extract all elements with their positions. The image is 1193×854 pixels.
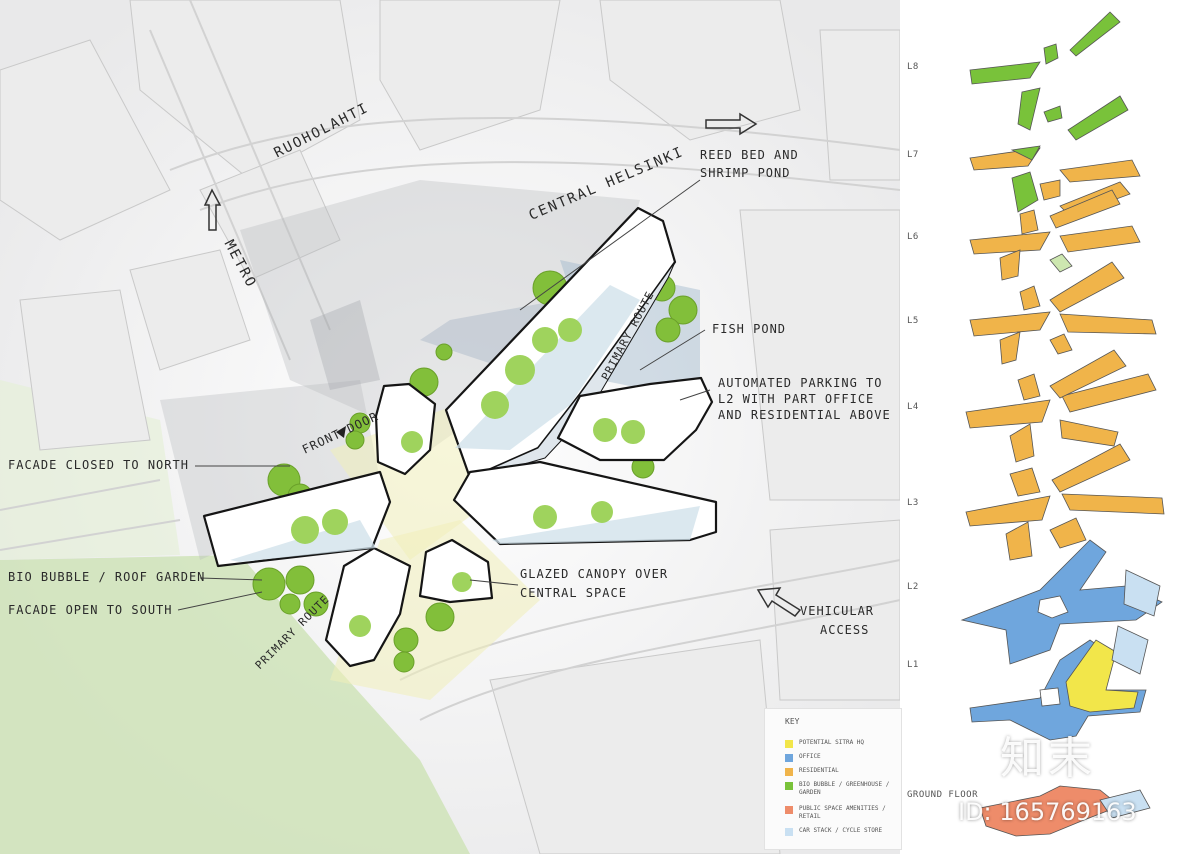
arrow-north-icon	[203, 188, 222, 231]
glazed-roof-gardens	[230, 285, 700, 637]
legend-swatch	[785, 740, 793, 748]
label-facade-north: FACADE CLOSED TO NORTH	[8, 458, 189, 472]
building-wing-east	[556, 376, 714, 462]
legend-item-carstack: CAR STACK / CYCLE STORE	[785, 827, 899, 836]
building-wing-south	[324, 546, 412, 668]
legend-item-public: PUBLIC SPACE AMENITIES / RETAIL	[785, 805, 899, 821]
level-l5-plan	[969, 261, 1157, 365]
level-l3-plan	[965, 443, 1165, 561]
label-reed-bed: REED BED AND	[700, 148, 799, 162]
level-label-l5: L5	[907, 316, 919, 326]
label-fish-pond: FISH POND	[712, 322, 787, 336]
legend-key: KEY POTENTIAL SITRA HQ OFFICE RESIDENTIA…	[764, 708, 902, 850]
level-ground-plan	[979, 785, 1151, 837]
direction-arrows	[203, 112, 802, 617]
level-label-l3: L3	[907, 498, 919, 508]
arrow-vehicular-icon	[756, 587, 802, 617]
legend-swatch	[785, 782, 793, 790]
arrow-east-icon	[705, 112, 758, 136]
level-label-l4: L4	[907, 402, 919, 412]
level-label-l1: L1	[907, 660, 919, 670]
legend-swatch	[785, 754, 793, 762]
level-label-ground: GROUND FLOOR	[907, 790, 979, 800]
legend-label: POTENTIAL SITRA HQ	[799, 739, 865, 746]
legend-title: KEY	[785, 717, 800, 726]
legend-label: RESIDENTIAL	[799, 767, 839, 774]
level-label-l2: L2	[907, 582, 919, 592]
legend-item-sitra: POTENTIAL SITRA HQ	[785, 739, 899, 748]
leader-lines	[177, 179, 711, 611]
level-l8-plan	[969, 11, 1129, 141]
legend-item-residential: RESIDENTIAL	[785, 767, 899, 776]
legend-label: PUBLIC SPACE AMENITIES / RETAIL	[799, 805, 886, 820]
legend-label: OFFICE	[799, 753, 821, 760]
label-parking-3: AND RESIDENTIAL ABOVE	[718, 408, 891, 422]
level-label-l6: L6	[907, 232, 919, 242]
legend-swatch	[785, 828, 793, 836]
label-parking-1: AUTOMATED PARKING TO	[718, 376, 883, 390]
level-label-l7: L7	[907, 150, 919, 160]
label-parking-2: L2 WITH PART OFFICE	[718, 392, 875, 406]
level-l6-plan	[969, 189, 1141, 281]
level-diagrams	[900, 0, 1193, 854]
label-access: ACCESS	[820, 623, 870, 637]
label-facade-south: FACADE OPEN TO SOUTH	[8, 603, 173, 617]
trees	[252, 270, 698, 673]
legend-item-office: OFFICE	[785, 753, 899, 762]
label-shrimp-pond: SHRIMP POND	[700, 166, 791, 180]
level-label-l8: L8	[907, 62, 919, 72]
legend-swatch	[785, 806, 793, 814]
building-wing-center-south	[418, 538, 494, 604]
building-wing-northwest	[374, 382, 437, 476]
level-l1-plan	[969, 625, 1149, 741]
front-door-marker	[336, 426, 346, 438]
watermark-id: ID: 165769163	[958, 798, 1137, 826]
city-blocks	[0, 0, 901, 854]
site-plan	[0, 0, 910, 854]
legend-label: CAR STACK / CYCLE STORE	[799, 827, 883, 834]
label-bio-bubble: BIO BUBBLE / ROOF GARDEN	[8, 570, 206, 584]
level-l2-plan	[960, 539, 1163, 665]
level-l4-plan	[965, 349, 1157, 463]
label-canopy-1: GLAZED CANOPY OVER	[520, 567, 669, 581]
watermark-brand: 知末	[1000, 733, 1096, 784]
label-vehicular: VEHICULAR	[800, 604, 875, 618]
legend-item-green: BIO BUBBLE / GREENHOUSE / GARDEN	[785, 781, 899, 797]
label-canopy-2: CENTRAL SPACE	[520, 586, 627, 600]
legend-label: BIO BUBBLE / GREENHOUSE / GARDEN	[799, 781, 890, 796]
legend-swatch	[785, 768, 793, 776]
